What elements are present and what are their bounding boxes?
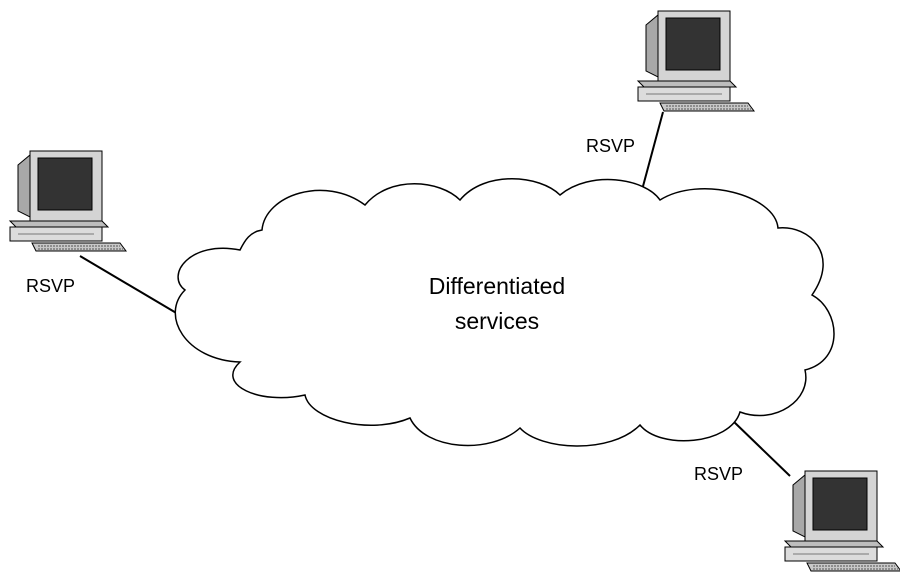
link-bottom-right xyxy=(731,419,791,477)
computer-icon xyxy=(637,10,755,112)
link-left xyxy=(79,255,179,315)
computer-bottom-right xyxy=(784,470,900,572)
link-top-right xyxy=(641,111,664,191)
computer-icon xyxy=(9,150,127,252)
computer-left xyxy=(9,150,127,252)
computer-top-right xyxy=(637,10,755,112)
rsvp-label-top-right: RSVP xyxy=(586,136,635,156)
rsvp-label-left: RSVP xyxy=(26,276,75,296)
cloud-icon xyxy=(174,178,835,447)
cloud-label-line2: services xyxy=(455,308,539,334)
cloud-label-line1: Differentiated xyxy=(429,273,565,299)
rsvp-label-bottom-right: RSVP xyxy=(694,464,743,484)
computer-icon xyxy=(784,470,900,572)
